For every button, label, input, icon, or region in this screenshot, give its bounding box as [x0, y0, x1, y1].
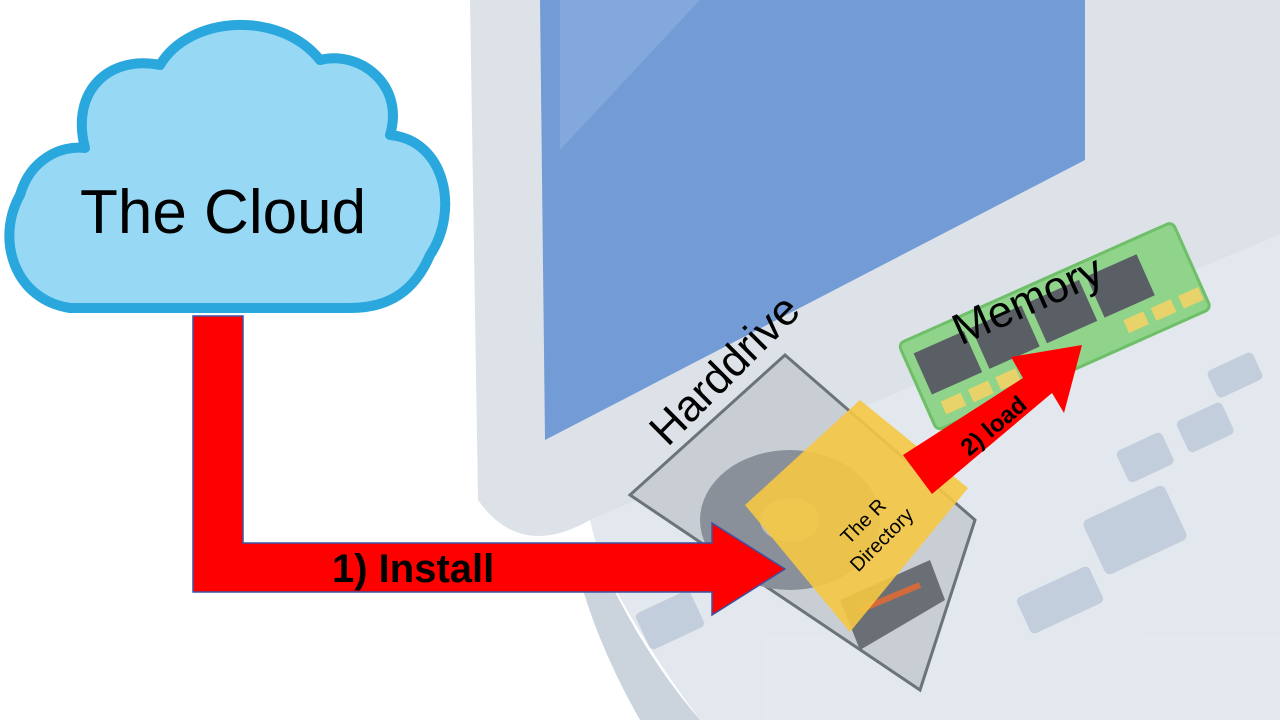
- cloud-label: The Cloud: [80, 178, 367, 247]
- cloud-shape: [4, 19, 451, 313]
- install-arrow: [192, 315, 787, 617]
- laptop-screen: [540, 0, 1085, 440]
- install-label: 1) Install: [332, 547, 495, 591]
- keyboard: [636, 352, 1263, 650]
- load-arrow: [903, 345, 1082, 494]
- memory-module: [898, 222, 1211, 431]
